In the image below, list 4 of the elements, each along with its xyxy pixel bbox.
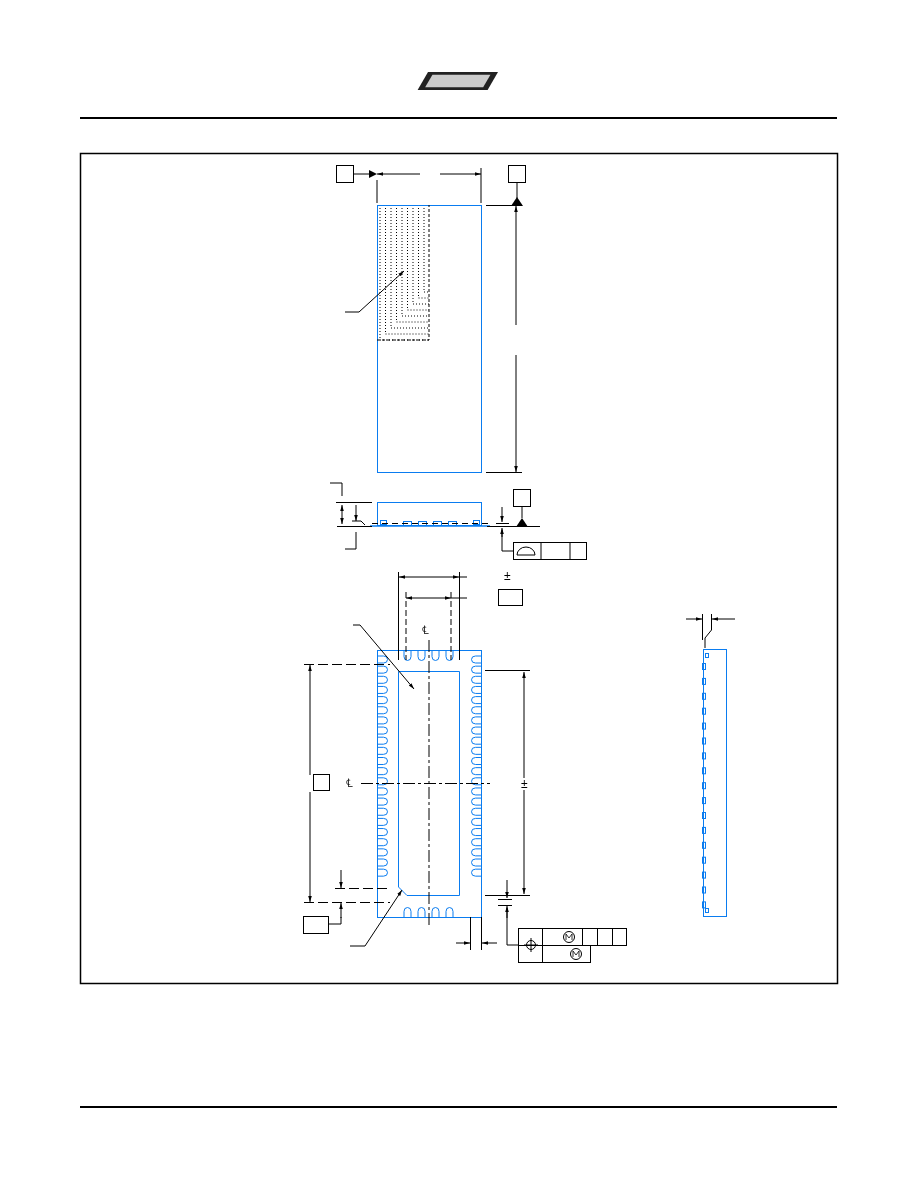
- centerline-symbol: ℄: [346, 777, 353, 789]
- tolerance-symbol: ±: [504, 570, 511, 582]
- centerline-symbol: ℄: [422, 624, 429, 636]
- tolerance-symbol: ±: [521, 778, 528, 790]
